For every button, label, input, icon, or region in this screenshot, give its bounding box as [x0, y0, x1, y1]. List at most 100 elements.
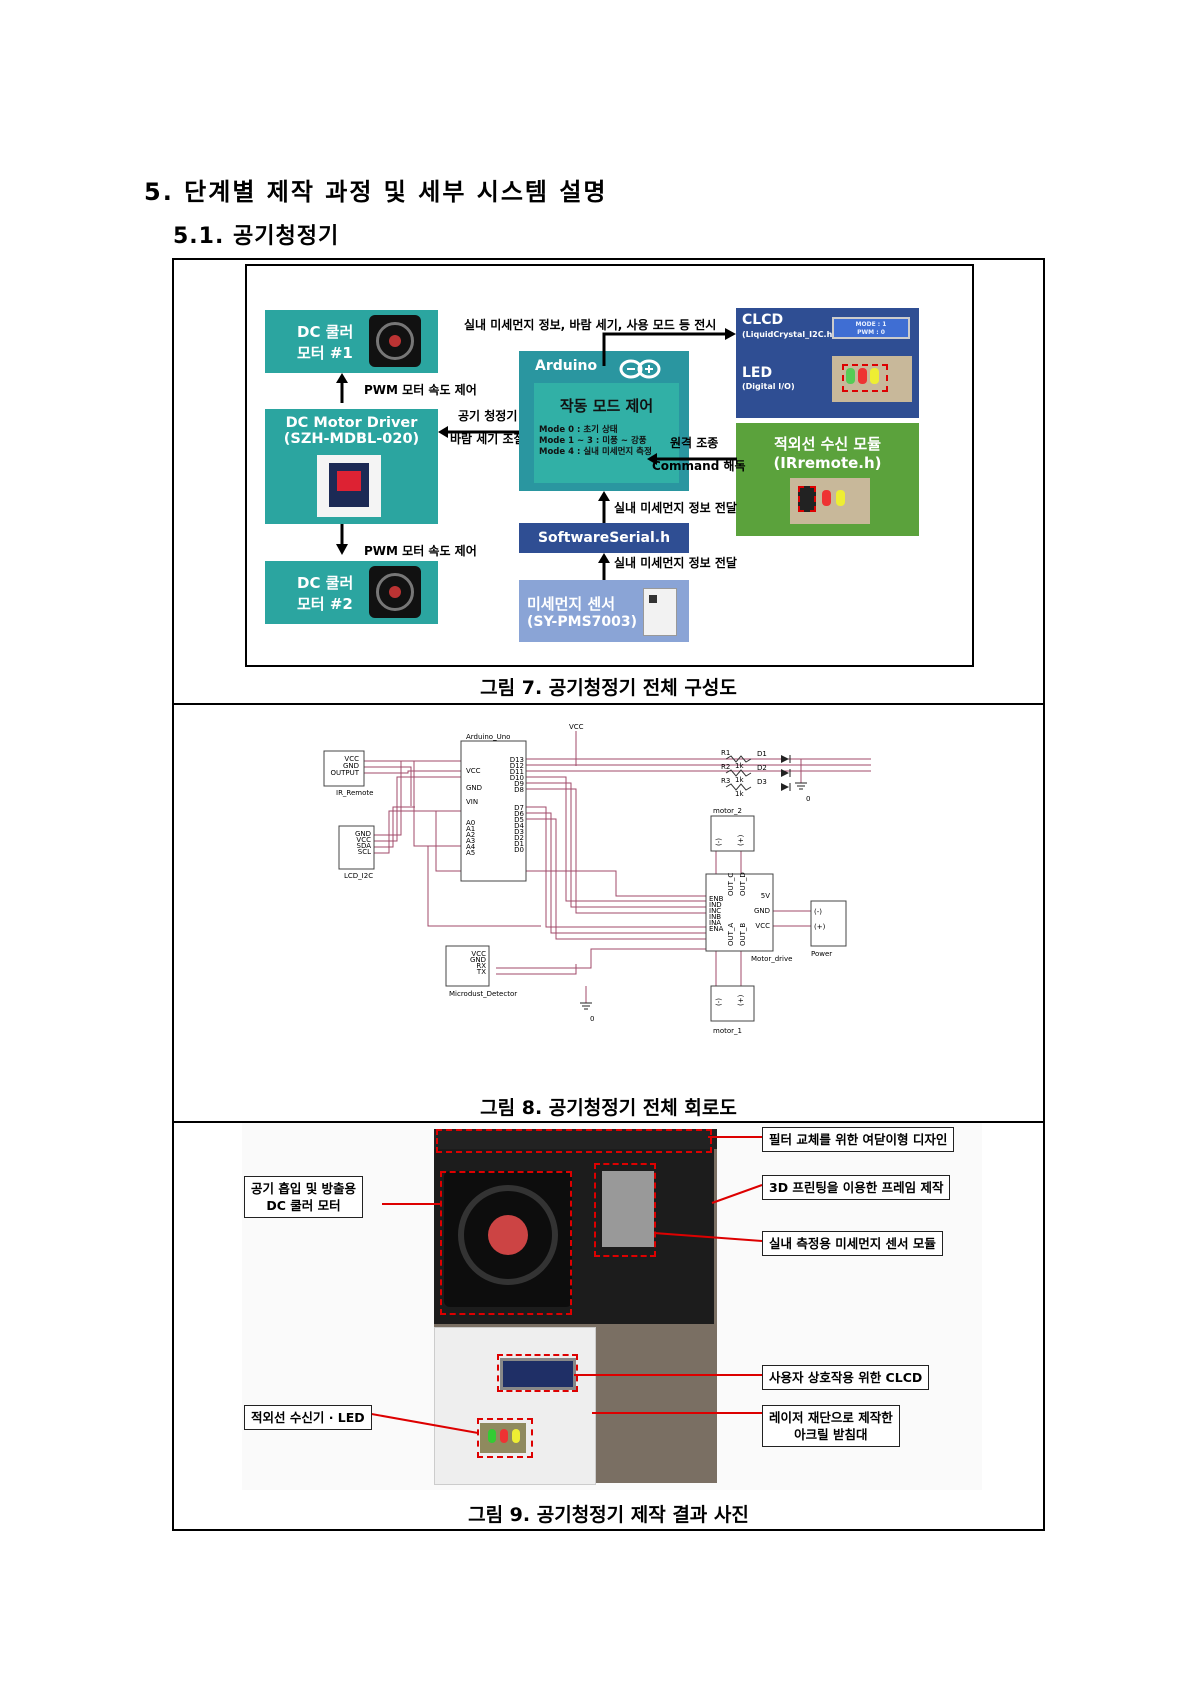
- driver-pin: ENA: [709, 925, 724, 933]
- motor-terminal: (-): [715, 998, 723, 1006]
- callout-frame: 3D 프린팅을 이용한 프레임 제작: [762, 1175, 950, 1200]
- arduino-label: Arduino: [535, 358, 597, 374]
- arrow-up-icon: [335, 373, 349, 403]
- sensor-title: 미세먼지 센서: [527, 593, 615, 614]
- resistor-value: 1k: [735, 790, 744, 798]
- arrow-up-icon: [597, 491, 611, 523]
- ground-label: 0: [806, 795, 810, 803]
- figure-9-frame: 공기 흡입 및 방출용 DC 쿨러 모터 적외선 수신기 · LED 필터 교체…: [172, 1121, 1045, 1531]
- fan1-title: DC 쿨러: [297, 321, 353, 342]
- airpurifier-label-1: 공기 청정기: [458, 407, 517, 424]
- airpurifier-label-2: 바람 세기 조절: [450, 430, 525, 447]
- ir-component-name: IR_Remote: [336, 789, 373, 797]
- driver-pin: OUT_D: [739, 872, 747, 896]
- mode-line: Mode 1 ~ 3 : 미풍 ~ 강풍: [539, 436, 652, 447]
- arduino-pin: GND: [466, 784, 482, 792]
- lcd-component-name: LCD_I2C: [344, 872, 373, 880]
- block-diagram: DC 쿨러 모터 #1 PWM 모터 속도 제어 DC Motor Driver…: [245, 264, 974, 667]
- arduino-pin: D8: [514, 786, 524, 794]
- fan-icon: [369, 315, 421, 367]
- transfer-label-2: 실내 미세먼지 정보 전달: [614, 554, 737, 571]
- circuit-schematic: VCC GND OUTPUT IR_Remote GND VCC SDA SCL…: [311, 711, 909, 1076]
- vcc-label: VCC: [569, 723, 584, 731]
- resistor-label: R3: [721, 777, 730, 785]
- power-name: Power: [811, 950, 832, 958]
- diode-label: D3: [757, 778, 767, 786]
- mode-title: 작동 모드 제어: [534, 395, 679, 416]
- callout-sensor: 실내 측정용 미세먼지 센서 모듈: [762, 1231, 943, 1256]
- fan2-sub: 모터 #2: [297, 593, 353, 614]
- led-board-image: [832, 356, 912, 402]
- figure-7-caption: 그림 7. 공기청정기 전체 구성도: [174, 673, 1043, 700]
- arduino-pin: D0: [514, 846, 524, 854]
- arduino-pin: A5: [466, 849, 475, 857]
- ir-title: 적외선 수신 모듈: [774, 433, 881, 454]
- ir-sub: (IRremote.h): [773, 454, 881, 472]
- driver-sub: (SZH-MDBL-020): [284, 431, 419, 447]
- callout-line: 공기 흡입 및 방출용: [251, 1180, 356, 1197]
- callout-filter: 필터 교체를 위한 여닫이형 디자인: [762, 1127, 954, 1152]
- driver-title: DC Motor Driver: [286, 415, 418, 431]
- mode-line: Mode 0 : 초기 상태: [539, 425, 652, 436]
- led-title: LED: [742, 365, 772, 381]
- sensor-image: [643, 588, 677, 636]
- software-serial-box: SoftwareSerial.h: [519, 523, 689, 553]
- arduino-pin: VCC: [466, 767, 481, 775]
- ir-module-box: 적외선 수신 모듈 (IRremote.h): [736, 423, 919, 536]
- arrow-down-icon: [335, 524, 349, 556]
- diode-label: D2: [757, 764, 767, 772]
- callout-ir-led: 적외선 수신기 · LED: [244, 1405, 372, 1430]
- motor-terminal: (-): [715, 838, 723, 846]
- dust-component-name: Microdust_Detector: [449, 990, 517, 998]
- motor-driver-box: DC Motor Driver (SZH-MDBL-020): [265, 409, 438, 524]
- figure-8-frame: VCC GND OUTPUT IR_Remote GND VCC SDA SCL…: [172, 703, 1045, 1123]
- dust-pin: TX: [476, 968, 486, 976]
- power-pin: (+): [814, 923, 826, 931]
- arduino-pin: VIN: [466, 798, 478, 806]
- fan2-title: DC 쿨러: [297, 572, 353, 593]
- lcd-line: MODE : 1: [836, 321, 906, 329]
- driver-pin: OUT_C: [727, 873, 735, 896]
- driver-board-image: [317, 455, 381, 517]
- clcd-sub: (LiquidCrystal_I2C.h): [742, 330, 836, 339]
- arrow-up-icon: [597, 553, 611, 581]
- dc-fan-2-box: DC 쿨러 모터 #2: [265, 561, 438, 624]
- callout-clcd: 사용자 상호작용 위한 CLCD: [762, 1365, 929, 1390]
- led-sub: (Digital I/O): [742, 382, 795, 391]
- dc-fan-1-box: DC 쿨러 모터 #1: [265, 310, 438, 373]
- motor-1-name: motor_1: [713, 1027, 742, 1035]
- power-pin: (-): [814, 908, 822, 916]
- resistor-label: R2: [721, 763, 730, 771]
- clcd-led-box: CLCD (LiquidCrystal_I2C.h) MODE : 1 PWM …: [736, 308, 919, 418]
- resistor-value: 1k: [735, 776, 744, 784]
- motor-terminal: (+): [737, 994, 745, 1006]
- driver-pin: OUT_A: [727, 923, 735, 946]
- resistor-label: R1: [721, 749, 730, 757]
- product-photo: 공기 흡입 및 방출용 DC 쿨러 모터 적외선 수신기 · LED 필터 교체…: [242, 1123, 982, 1490]
- resistor-value: 1k: [735, 762, 744, 770]
- figure-9-caption: 그림 9. 공기청정기 제작 결과 사진: [174, 1500, 1043, 1527]
- ir-pin: OUTPUT: [330, 769, 359, 777]
- fan1-sub: 모터 #1: [297, 342, 353, 363]
- driver-pin: OUT_B: [739, 923, 747, 946]
- display-info-label: 실내 미세먼지 정보, 바람 세기, 사용 모드 등 전시: [464, 316, 716, 333]
- arduino-name: Arduino_Uno: [466, 733, 510, 741]
- figure-8-caption: 그림 8. 공기청정기 전체 회로도: [174, 1093, 1043, 1120]
- lcd-screen-image: MODE : 1 PWM : 0: [832, 317, 910, 339]
- driver-pin: GND: [754, 907, 770, 915]
- ir-board-image: [790, 478, 870, 524]
- dust-sensor-box: 미세먼지 센서 (SY-PMS7003): [519, 580, 689, 642]
- callout-acrylic: 레이저 재단으로 제작한 아크릴 받침대: [762, 1405, 900, 1447]
- driver-name: Motor_drive: [751, 955, 792, 963]
- lcd-line: PWM : 0: [836, 329, 906, 337]
- motor-2-name: motor_2: [713, 807, 742, 815]
- callout-line: 아크릴 받침대: [769, 1426, 893, 1443]
- fan-icon: [369, 566, 421, 618]
- transfer-label-1: 실내 미세먼지 정보 전달: [614, 499, 737, 516]
- callout-line: 레이저 재단으로 제작한: [769, 1409, 893, 1426]
- remote-label-2: Command 해독: [652, 457, 746, 474]
- callout-fan: 공기 흡입 및 방출용 DC 쿨러 모터: [244, 1176, 363, 1218]
- pwm-label-1: PWM 모터 속도 제어: [364, 381, 477, 398]
- lcd-pin: SCL: [358, 848, 371, 856]
- clcd-title: CLCD: [742, 312, 783, 328]
